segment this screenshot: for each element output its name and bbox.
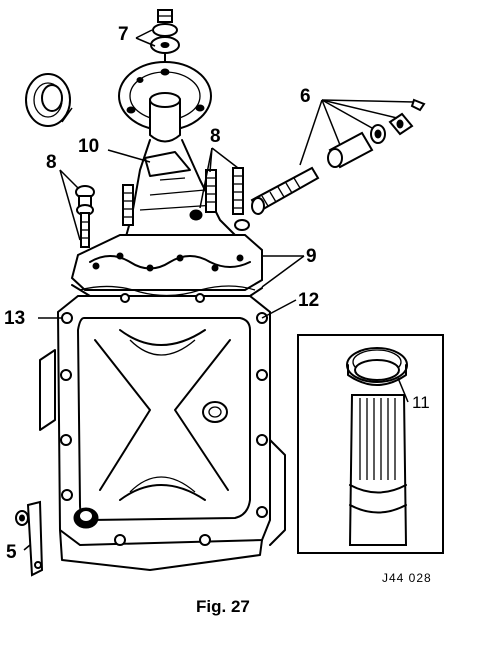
- callout-labels: 7 10 6 8 8 9 12 13 11 5: [4, 24, 430, 563]
- figure-caption: Fig. 27: [196, 597, 250, 616]
- part-7-bolt-assembly: [150, 9, 180, 67]
- output-flange: [118, 61, 212, 143]
- callout-13: 13: [4, 308, 25, 329]
- leader-lines: [23, 29, 415, 551]
- callout-10: 10: [78, 136, 99, 157]
- callout-8-top: 8: [210, 126, 221, 147]
- input-shaft: [348, 394, 408, 546]
- callout-5: 5: [6, 542, 17, 563]
- drawing-reference-code: J44 028: [382, 571, 432, 585]
- callout-8-left: 8: [46, 152, 57, 173]
- part-5-bracket: [15, 500, 44, 577]
- callout-12: 12: [298, 290, 319, 311]
- part-10-oil-seal: [25, 73, 71, 127]
- part-6-selector-shaft: [250, 98, 426, 215]
- part-11-seal: [346, 347, 408, 386]
- part-8-studs: [122, 167, 250, 231]
- callout-6: 6: [300, 86, 311, 107]
- part-9-gasket-plates: [70, 234, 263, 297]
- callout-7: 7: [118, 24, 129, 45]
- oil-sump-pan: [39, 293, 286, 571]
- sump-bolt-heads: [60, 293, 268, 546]
- callout-11: 11: [412, 393, 430, 412]
- callout-9: 9: [306, 246, 317, 267]
- part-8-long-bolt: [75, 185, 95, 248]
- inset-frame: [297, 334, 444, 554]
- gearbox-housing: [124, 139, 241, 241]
